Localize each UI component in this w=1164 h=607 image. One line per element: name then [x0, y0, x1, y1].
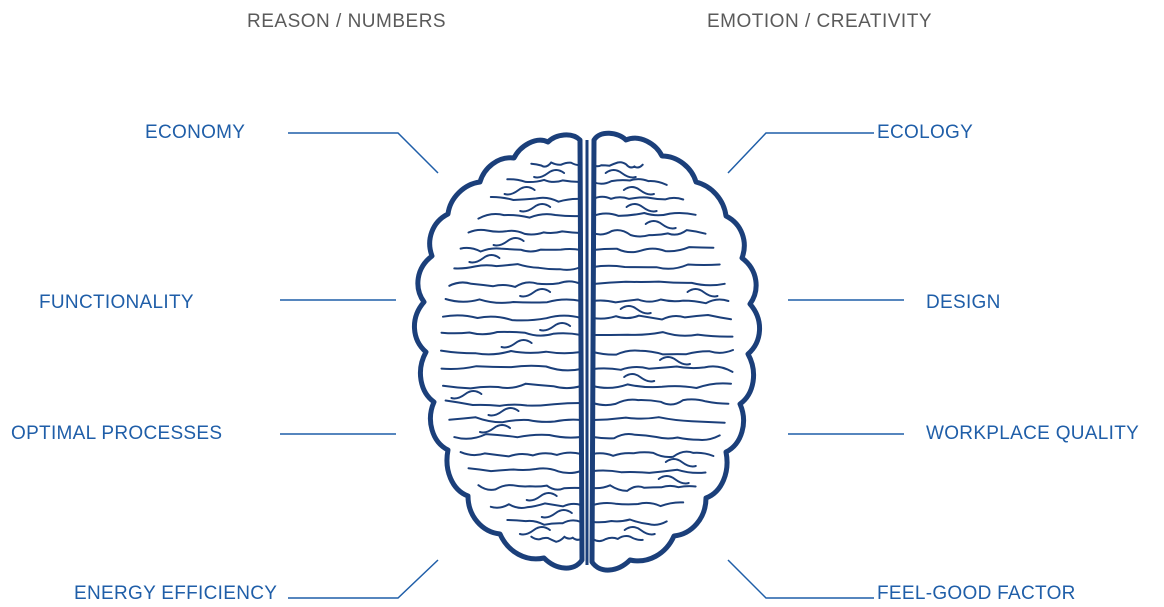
brain-gyrus: [479, 424, 511, 434]
brain-gyrus: [477, 213, 582, 220]
brain-gyrus: [530, 161, 582, 168]
brain-gyrus: [622, 186, 655, 196]
brain-gyrus: [619, 305, 652, 315]
connector-feel-good-factor: [727, 559, 874, 599]
brain-gyrus: [592, 246, 715, 254]
brain-gyrus: [592, 161, 644, 169]
brain-gyrus: [453, 433, 582, 440]
brain-gyrus: [592, 501, 685, 508]
connector-energy-efficiency: [288, 559, 439, 599]
label-energy-efficiency: ENERGY EFFICIENCY: [74, 583, 278, 604]
brain-gyrus: [644, 220, 677, 230]
brain-gyrus: [686, 288, 719, 298]
heading-reason-numbers: REASON / NUMBERS: [247, 11, 447, 32]
brain-gyrus: [623, 373, 656, 383]
brain-gyrus: [540, 509, 573, 519]
brain-illustration: [412, 130, 762, 573]
left-connectors: [280, 132, 439, 599]
brain-gyrus: [592, 211, 697, 217]
label-optimal-processes: OPTIMAL PROCESSES: [11, 423, 223, 444]
brain-gyrus: [444, 399, 582, 407]
brain-gyrus: [448, 416, 582, 424]
brain-gyrus: [592, 416, 726, 424]
label-economy: ECONOMY: [145, 122, 246, 143]
brain-gyrus: [453, 263, 582, 271]
brain-gyrus: [664, 458, 697, 468]
brain-gyrus: [503, 186, 536, 196]
brain-gyrus: [592, 313, 732, 321]
brain-gyrus: [657, 475, 690, 485]
brain-gyrus: [467, 228, 582, 236]
brain-gyrus: [539, 322, 572, 332]
brain-gyrus: [506, 178, 582, 184]
brain-gyrus: [530, 535, 582, 543]
brain-gyrus: [592, 298, 730, 305]
brain-gyrus: [592, 229, 707, 238]
brain-gyrus: [448, 280, 582, 288]
brain-gyrus: [592, 195, 685, 201]
brain-gyrus: [592, 518, 668, 526]
brain-right-hemisphere: [589, 130, 762, 573]
brain-gyrus: [444, 298, 582, 304]
brain-gyrus: [442, 314, 582, 322]
brain-gyrus: [592, 365, 734, 373]
brain-gyrus: [592, 468, 707, 474]
label-ecology: ECOLOGY: [877, 122, 974, 143]
heading-emotion-creativity: EMOTION / CREATIVITY: [707, 11, 932, 32]
brain-gyrus: [459, 246, 582, 253]
brain-gyrus: [659, 356, 691, 366]
brain-gyrus: [525, 492, 558, 502]
label-design: DESIGN: [926, 292, 1001, 313]
brain-gyrus: [592, 535, 644, 543]
brain-gyrus: [519, 203, 552, 213]
brain-gyrus: [489, 502, 582, 509]
label-feel-good-factor: FEEL-GOOD FACTOR: [877, 583, 1076, 604]
brain-gyrus: [477, 484, 582, 491]
brain-left-hemisphere: [412, 132, 585, 571]
connector-economy: [288, 132, 439, 174]
brain-gyrus: [487, 407, 520, 417]
brain-gyrus: [489, 195, 582, 203]
brain-gyrus: [592, 433, 721, 441]
brain-gyrus: [492, 237, 525, 247]
brain-gyrus: [468, 254, 501, 264]
brain-gyrus: [440, 330, 582, 337]
brain-gyrus: [592, 382, 732, 390]
brain-gyrus: [459, 451, 582, 458]
brain-gyrus: [592, 450, 715, 459]
label-workplace-quality: WORKPLACE QUALITY: [926, 423, 1140, 444]
brain-gyrus: [592, 398, 730, 407]
connector-ecology: [727, 132, 874, 174]
brain-gyrus: [604, 169, 637, 179]
brain-gyrus: [592, 484, 697, 492]
brain-gyrus: [506, 519, 582, 526]
brain-gyrus: [592, 331, 734, 338]
label-functionality: FUNCTIONALITY: [39, 292, 194, 313]
right-connectors: [727, 132, 904, 599]
brain-gyrus: [533, 169, 566, 179]
brain-gyrus: [592, 349, 734, 356]
brain-gyrus: [592, 263, 721, 270]
brain-gyrus: [592, 178, 668, 186]
brain-gyrus: [500, 339, 533, 349]
brain-gyrus: [440, 349, 582, 356]
brain-gyrus: [518, 526, 551, 536]
brain-gyrus: [440, 364, 582, 372]
brain-gyrus: [623, 526, 656, 536]
brain-gyrus: [592, 280, 726, 287]
brain-gyrus: [442, 382, 582, 390]
brain-gyrus: [467, 467, 582, 475]
brain-gyrus: [450, 390, 483, 400]
brain-gyrus: [625, 203, 658, 213]
brain-gyrus: [519, 288, 552, 298]
